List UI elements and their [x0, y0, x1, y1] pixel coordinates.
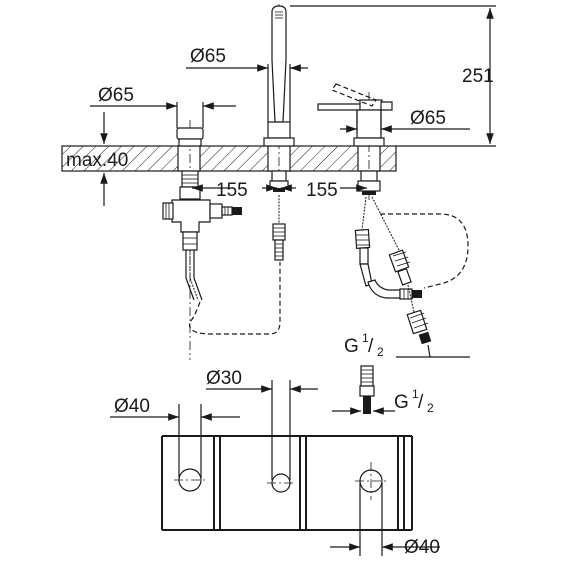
svg-text:2: 2 [427, 401, 434, 415]
svg-text:Ø40: Ø40 [404, 537, 440, 558]
dim-valve-diameter: Ø65 [90, 85, 236, 128]
svg-text:G: G [394, 392, 409, 413]
dim-spacing: 155 155 [192, 180, 367, 201]
mixer-valve [317, 83, 469, 345]
svg-text:2: 2 [377, 345, 384, 359]
dim-deck-thickness: max.40 [66, 112, 128, 206]
left-valve [162, 127, 242, 301]
svg-text:Ø30: Ø30 [206, 368, 242, 389]
svg-text:max.40: max.40 [66, 150, 128, 171]
svg-text:G: G [344, 336, 359, 357]
svg-text:Ø65: Ø65 [190, 46, 226, 67]
svg-text:155: 155 [216, 180, 248, 201]
svg-text:Ø65: Ø65 [410, 108, 446, 129]
deck-section [61, 145, 397, 172]
handshower-holder [263, 5, 295, 261]
thread-upper: G 1 / 2 [344, 331, 470, 359]
svg-text:1: 1 [362, 331, 369, 345]
drill-template [161, 435, 413, 531]
dim-hole-right: Ø40 [330, 483, 440, 558]
dim-hole-center: Ø30 [206, 368, 318, 480]
dim-mixer-diameter: Ø65 [340, 108, 470, 134]
dim-handshower-diameter: Ø65 [186, 46, 308, 122]
supply-hose-fitting: G 1 / 2 [332, 365, 434, 415]
svg-text:155: 155 [306, 180, 338, 201]
svg-text:Ø40: Ø40 [114, 396, 150, 417]
dim-hole-left: Ø40 [110, 396, 240, 478]
svg-text:/: / [418, 392, 424, 413]
svg-text:/: / [368, 336, 374, 357]
svg-text:Ø65: Ø65 [98, 85, 134, 106]
handshower-hose-route [188, 262, 281, 335]
dim-height: 251 [290, 5, 496, 147]
svg-text:251: 251 [462, 66, 494, 87]
svg-text:1: 1 [412, 387, 419, 401]
